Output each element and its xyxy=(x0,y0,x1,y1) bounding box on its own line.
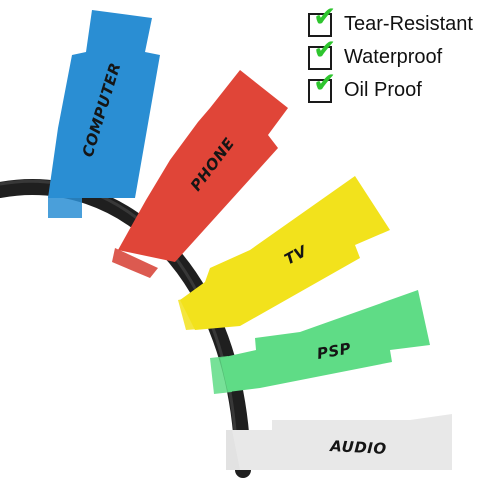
green-check-icon: ✔ xyxy=(313,0,337,33)
feature-oil-proof: ✔ Oil Proof xyxy=(308,68,473,107)
label-tag-psp: PSP xyxy=(210,290,430,394)
feature-label: Oil Proof xyxy=(344,79,422,101)
label-tag-computer: COMPUTER xyxy=(48,10,160,218)
tag-text-psp: PSP xyxy=(316,339,353,363)
label-tag-phone: PHONE xyxy=(112,70,288,278)
label-tag-audio: AUDIO xyxy=(226,414,452,470)
feature-waterproof: ✔ Waterproof xyxy=(308,35,473,74)
feature-label: Tear-Resistant xyxy=(344,13,473,35)
checkbox-icon: ✔ xyxy=(308,68,336,103)
feature-tear-resistant: ✔ Tear-Resistant xyxy=(308,2,473,41)
checkbox-icon: ✔ xyxy=(308,2,336,37)
green-check-icon: ✔ xyxy=(313,32,337,66)
tag-text-audio: AUDIO xyxy=(329,437,387,458)
feature-list: ✔ Tear-Resistant ✔ Waterproof ✔ Oil Proo… xyxy=(308,2,473,107)
green-check-icon: ✔ xyxy=(313,65,337,99)
label-tag-tv: TV xyxy=(178,176,390,330)
checkbox-icon: ✔ xyxy=(308,35,336,70)
feature-label: Waterproof xyxy=(344,46,443,68)
